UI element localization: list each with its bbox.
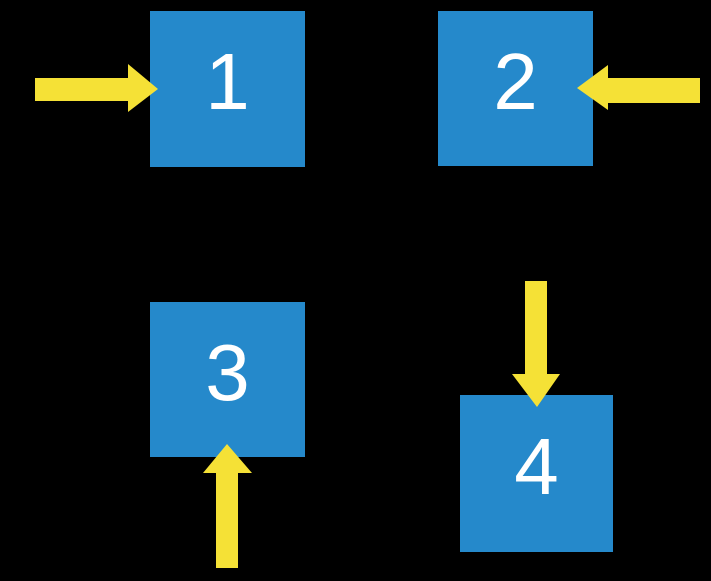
box-3: 3 bbox=[150, 302, 305, 457]
arrow-down-icon bbox=[512, 281, 560, 407]
box-4: 4 bbox=[460, 395, 613, 552]
box-1-label: 1 bbox=[205, 37, 250, 126]
arrow-up-icon bbox=[203, 444, 252, 568]
box-1: 1 bbox=[150, 11, 305, 167]
arrow-right-icon bbox=[35, 64, 158, 112]
box-2: 2 bbox=[438, 11, 593, 166]
arrow-left-icon bbox=[577, 65, 700, 110]
box-2-label: 2 bbox=[493, 36, 538, 126]
box-3-label: 3 bbox=[205, 327, 250, 417]
box-4-label: 4 bbox=[514, 421, 559, 511]
